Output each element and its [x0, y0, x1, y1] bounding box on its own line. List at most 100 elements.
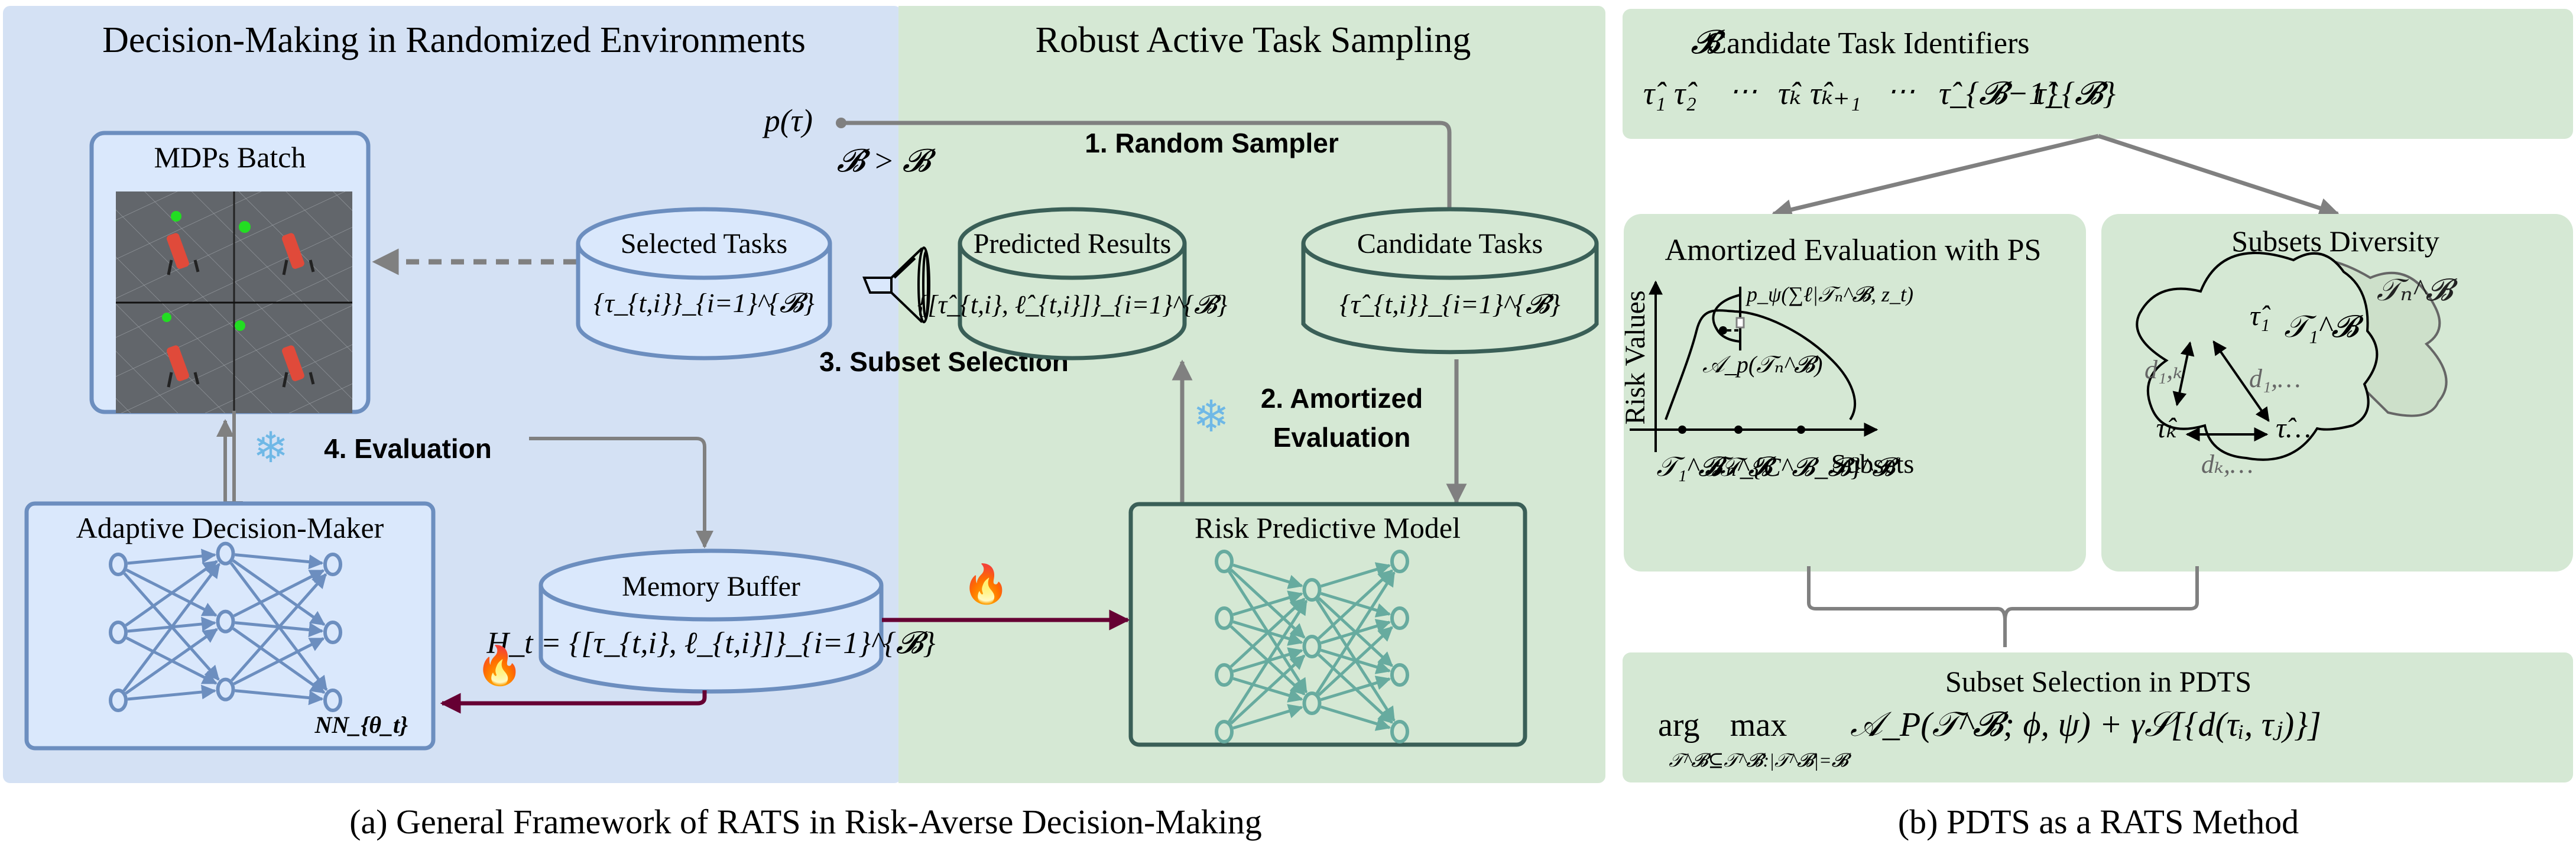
network-node — [1215, 550, 1234, 573]
network-edge — [127, 548, 217, 565]
snowflake-icon: ❄ — [1193, 391, 1229, 442]
network-node — [323, 553, 342, 576]
distance-label-1rest: d₁,… — [2249, 364, 2301, 393]
candidate-identifiers-box: 𝓑̂ Candidate Task Identifiers τ̂₁ τ̂₂ τ̂… — [1623, 9, 2573, 139]
candidate-identifier: τ̂ₖ₊₁ — [1810, 76, 1861, 111]
network-edge — [1228, 599, 1308, 723]
panel-b: 𝓑̂ Candidate Task Identifiers τ̂₁ τ̂₂ τ̂… — [1620, 9, 2573, 841]
network-edge — [1229, 598, 1306, 668]
x-tick-label: 𝒯_{C^𝓑_𝓑̂}^𝓑 — [1720, 453, 1900, 482]
front-subset-label: 𝒯₁^𝓑 — [2284, 310, 2364, 344]
random-sampler-arrow — [841, 121, 1460, 230]
snowflake-icon: ❄ — [253, 423, 288, 472]
branch-arrow-left — [1771, 134, 2099, 220]
fire-icon: 🔥 — [476, 644, 523, 688]
node-tau-k: τ̂ₖ — [2156, 413, 2177, 444]
candidate-identifiers-title: Candidate Task Identifiers — [1706, 27, 2029, 60]
back-subset-label: 𝒯ₙ^𝓑 — [2377, 274, 2458, 307]
caption-b: (b) PDTS as a RATS Method — [1898, 803, 2299, 841]
network-node — [216, 609, 235, 634]
risk-predictive-model-title: Risk Predictive Model — [1195, 511, 1461, 544]
adaptive-decision-maker-title: Adaptive Decision-Maker — [76, 511, 384, 544]
selection-formula-arg: arg — [1658, 707, 1700, 743]
combine-bracket — [1807, 566, 2199, 647]
funnel-icon — [862, 246, 930, 323]
network-edge — [1232, 704, 1303, 730]
network-edge — [235, 553, 324, 570]
decision-maker-network-icon — [109, 541, 342, 712]
evaluation-to-memory-arrow — [529, 437, 713, 548]
node-tau-1: τ̂₁ — [2250, 300, 2270, 332]
right-region-title: Robust Active Task Sampling — [1036, 20, 1471, 60]
network-edge — [122, 563, 220, 692]
network-node — [109, 621, 128, 644]
network-edge — [1321, 562, 1391, 588]
network-edge — [233, 637, 325, 686]
branch-arrow-right — [2097, 134, 2340, 218]
amortized-evaluation-title: Amortized Evaluation with PS — [1665, 233, 2042, 267]
true-risk-marker — [1735, 317, 1745, 329]
x-tick-label: 𝒯ₙ^𝓑 — [1705, 452, 1777, 482]
subsets-diversity-box: Subsets Diversity 𝒯ₙ^𝓑 𝒯₁^𝓑 τ̂₁ τ̂ₖ τ̂… … — [2101, 214, 2573, 572]
network-edge — [1315, 571, 1396, 694]
network-node — [1302, 691, 1322, 715]
caption-a: (a) General Framework of RATS in Risk-Av… — [349, 803, 1262, 841]
network-edge — [125, 628, 219, 695]
expected-risk-point — [1719, 326, 1727, 335]
memory-buffer-cylinder[interactable]: Memory Buffer H_t = {[τ_{t,i}, ℓ_{t,i}]}… — [486, 548, 936, 694]
x-tick-label: 𝒯₁^𝓑 — [1656, 452, 1727, 482]
network-node — [323, 621, 342, 644]
network-node — [1302, 635, 1322, 658]
inequality-label: 𝓑̂ > 𝓑 — [837, 143, 936, 178]
network-node — [1215, 663, 1234, 687]
sim-cell-2 — [239, 221, 315, 275]
candidate-tasks-formula: {τ̂_{t,i}}_{i=1}^{𝓑̂} — [1339, 289, 1560, 319]
network-node — [216, 541, 235, 566]
sim-cell-3 — [162, 313, 200, 388]
predicted-results-title: Predicted Results — [974, 228, 1172, 259]
network-node — [1390, 550, 1409, 573]
network-node — [323, 689, 342, 712]
x-tick-dot — [1678, 426, 1686, 434]
selection-formula-max: max — [1730, 707, 1787, 743]
candidate-identifiers-symbol: 𝓑̂ — [1691, 24, 1725, 61]
left-region-title: Decision-Making in Randomized Environmen… — [102, 20, 806, 60]
network-edge — [235, 689, 324, 706]
selected-tasks-cylinder[interactable]: Selected Tasks {τ_{t,i}}_{i=1}^{𝓑} — [576, 207, 832, 361]
risk-predictive-model-box[interactable]: Risk Predictive Model — [1128, 502, 1527, 747]
y-axis-label: Risk Values — [1620, 290, 1651, 424]
x-tick-dot — [1734, 426, 1743, 434]
nn-theta-label: NN_{θ_t} — [314, 712, 408, 738]
network-node — [109, 689, 128, 712]
density-curve — [1712, 294, 1741, 343]
adaptive-decision-maker-box[interactable]: Adaptive Decision-Maker NN_{θ_t} — [24, 501, 436, 751]
network-edge — [1232, 563, 1303, 589]
distance-arrow-1rest — [2212, 340, 2270, 422]
subsets-diversity-title: Subsets Diversity — [2231, 225, 2439, 258]
network-node — [1390, 720, 1409, 743]
candidate-identifier: τ̂ₖ — [1778, 76, 1802, 111]
subset-selection-title: Subset Selection in PDTS — [1945, 665, 2251, 698]
network-node — [1215, 720, 1234, 743]
candidate-tasks-cylinder[interactable]: Candidate Tasks {τ̂_{t,i}}_{i=1}^{𝓑̂} — [1301, 207, 1599, 355]
network-edge — [1321, 705, 1391, 731]
candidate-identifier: τ̂_{𝓑̂} — [2035, 76, 2116, 111]
network-edge — [1318, 626, 1393, 696]
network-node — [109, 553, 128, 576]
panel-a: Decision-Making in Randomized Environmen… — [3, 6, 1605, 841]
distance-label-krest: dₖ,… — [2201, 450, 2253, 479]
x-axis-label: Subsets — [1831, 449, 1915, 479]
network-node — [1390, 606, 1409, 630]
network-node — [216, 677, 235, 702]
network-node — [1215, 606, 1234, 630]
risk-model-network-icon — [1215, 550, 1409, 743]
mdps-batch-box[interactable]: MDPs Batch — [89, 131, 371, 414]
network-edge — [125, 560, 219, 627]
network-node — [1390, 663, 1409, 687]
memory-buffer-title: Memory Buffer — [622, 571, 800, 602]
risk-curve — [1665, 309, 1856, 421]
risk-point-label: 𝒜_p(𝒯ₙ^𝓑) — [1702, 351, 1823, 378]
sim-cell-1 — [167, 211, 200, 275]
predicted-results-cylinder[interactable]: Predicted Results {[τ̂_{t,i}, ℓ̂_{t,i}]}… — [917, 207, 1228, 361]
network-edge — [1321, 676, 1391, 702]
